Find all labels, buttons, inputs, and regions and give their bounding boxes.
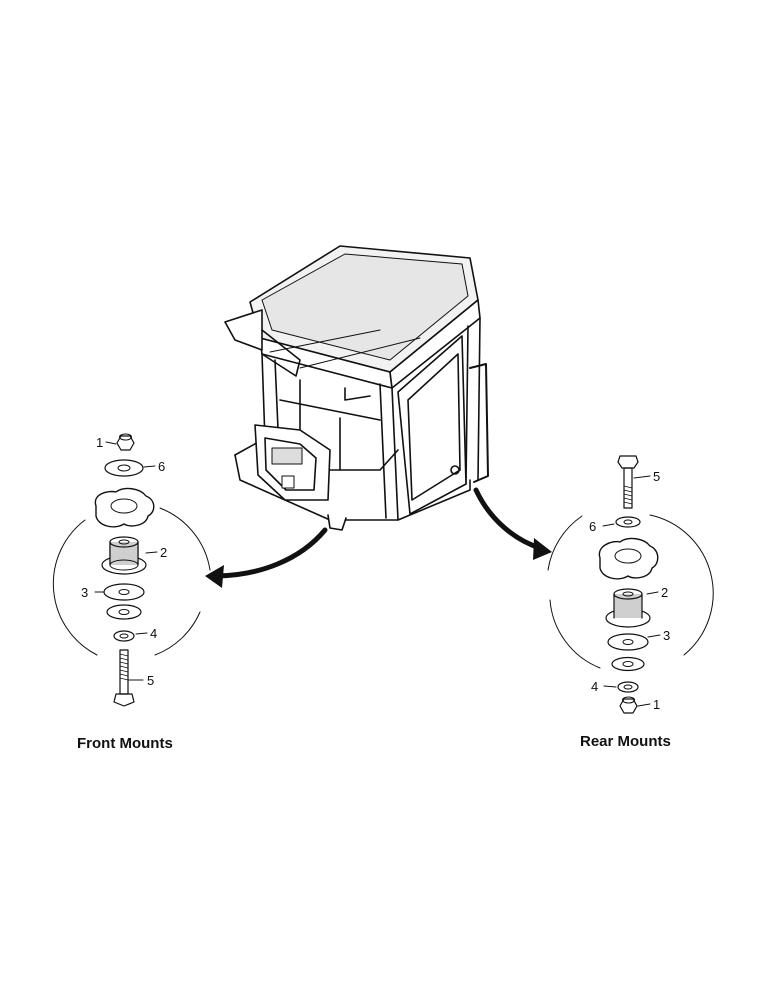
rear-mount-assembly: 5 6 2 3 4 1 — [547, 455, 714, 714]
rear-washer-part-3 — [607, 633, 649, 672]
rear-mounts-caption: Rear Mounts — [580, 733, 671, 750]
rear-callout-6: 6 — [589, 519, 596, 534]
rear-bolt-part — [617, 455, 639, 509]
rear-mount-arrow — [473, 487, 552, 560]
front-bushing-part — [101, 536, 147, 575]
rear-callout-2: 2 — [661, 585, 668, 600]
rear-washer-part-6 — [615, 516, 641, 528]
front-callout-4: 4 — [150, 626, 157, 641]
front-washer-part-6 — [104, 459, 144, 477]
front-mounts-caption: Front Mounts — [77, 735, 173, 752]
rear-callout-1: 1 — [653, 697, 660, 712]
rear-callout-4: 4 — [591, 679, 598, 694]
rear-nut-part — [619, 696, 638, 714]
rear-bushing-part — [605, 588, 651, 628]
front-callout-3: 3 — [81, 585, 88, 600]
operator-cab — [224, 245, 489, 531]
front-callout-1: 1 — [96, 435, 103, 450]
front-nut-part — [116, 433, 135, 451]
rear-callout-5: 5 — [653, 469, 660, 484]
front-bolt-part — [113, 649, 135, 707]
rear-rubber-pad — [598, 537, 659, 580]
rear-callout-3: 3 — [663, 628, 670, 643]
front-lockwasher-part — [113, 630, 135, 642]
front-callout-6: 6 — [158, 459, 165, 474]
front-mount-arrow — [205, 527, 328, 588]
front-rubber-pad — [94, 487, 155, 528]
front-callout-5: 5 — [147, 673, 154, 688]
front-callout-2: 2 — [160, 545, 167, 560]
rear-lockwasher-part — [617, 681, 639, 693]
front-washer-part-3 — [103, 583, 145, 620]
front-mount-assembly: 1 6 2 3 4 5 — [52, 433, 211, 707]
